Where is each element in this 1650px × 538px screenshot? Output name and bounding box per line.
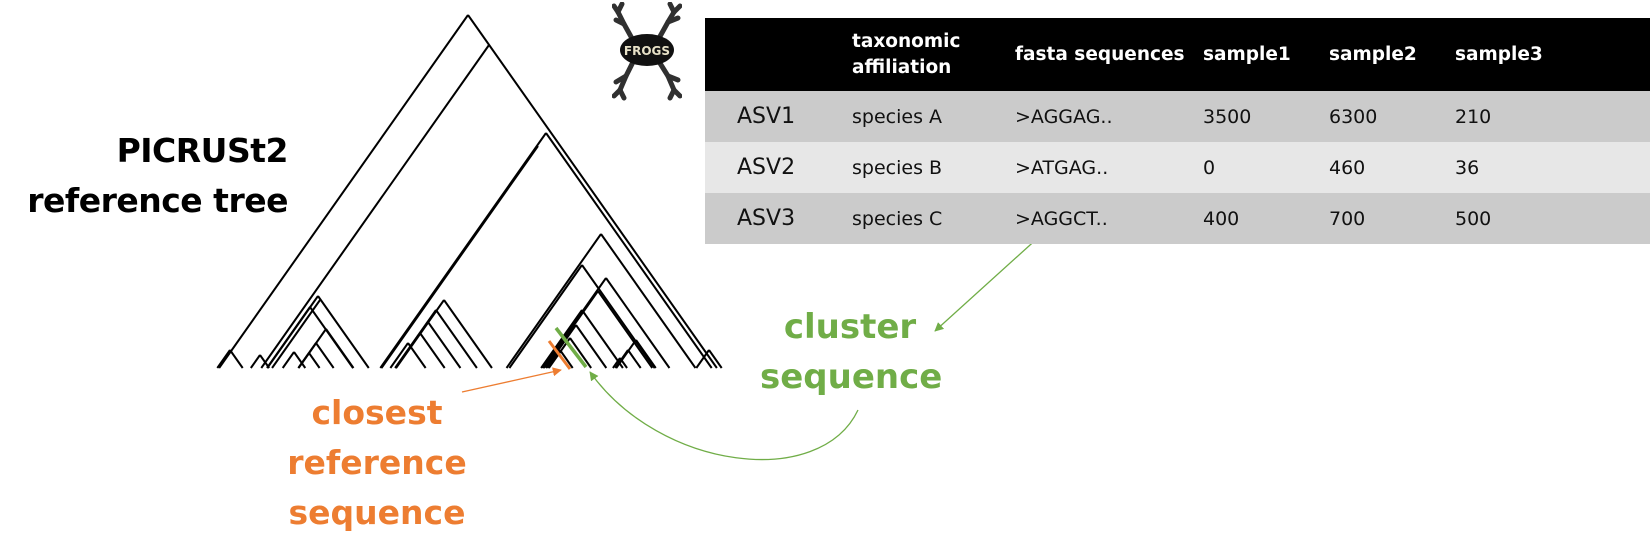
cluster-sequence-label: cluster sequence [760, 302, 943, 402]
tree-branch [612, 357, 621, 369]
taxonomy-cell: species A [852, 91, 1015, 142]
tree-branch [394, 332, 421, 369]
tree-branch [695, 349, 710, 369]
closest-label-line1: closest reference [287, 393, 467, 482]
tree-branch [218, 14, 469, 369]
sample2-cell: 460 [1329, 142, 1455, 193]
tree-title-line1: PICRUSt2 [116, 131, 289, 170]
tree-branch [600, 233, 697, 369]
tree-branch [315, 342, 335, 369]
tree-branch [297, 352, 310, 369]
tree-branch [540, 309, 583, 369]
header-sample1: sample1 [1203, 18, 1329, 91]
tree-branch [325, 328, 355, 369]
tree-branch [250, 354, 261, 369]
frogs-logo-text: FROGS [624, 44, 670, 58]
tree-branch [427, 321, 462, 369]
tree-title: PICRUSt2 reference tree [27, 126, 288, 226]
tree-branch [317, 295, 370, 369]
sample3-cell: 500 [1455, 193, 1650, 244]
tree-branch [508, 264, 583, 369]
tree-branch [266, 306, 311, 369]
sample2-cell: 6300 [1329, 91, 1455, 142]
tree-branch [259, 354, 270, 369]
fasta-cell: >AGGAG.. [1015, 91, 1203, 142]
asv-id: ASV2 [705, 142, 852, 193]
tree-branch [407, 342, 427, 369]
cluster-sequence-branch [554, 326, 588, 369]
closest-reference-arrow [461, 367, 562, 393]
cluster-label-line1: cluster [783, 307, 917, 347]
asv-id: ASV3 [705, 193, 852, 244]
asv-abundance-table: taxonomic affiliation fasta sequences sa… [705, 18, 1650, 244]
tree-branch [260, 44, 490, 369]
tree-branch [281, 351, 295, 369]
tree-branch [505, 233, 602, 369]
tree-branch [708, 349, 723, 369]
table-header-row: taxonomic affiliation fasta sequences sa… [705, 18, 1650, 91]
header-sample2: sample2 [1329, 18, 1455, 91]
sample3-cell: 36 [1455, 142, 1650, 193]
tree-branch [559, 349, 574, 369]
sample2-cell: 700 [1329, 193, 1455, 244]
tree-branches [216, 14, 723, 369]
sample3-cell: 210 [1455, 91, 1650, 142]
tree-branch [597, 290, 654, 369]
tree-title-line2: reference tree [27, 181, 288, 220]
header-taxonomic-line1: taxonomic [852, 30, 961, 52]
fasta-cell: >ATGAG.. [1015, 142, 1203, 193]
taxonomy-cell: species C [852, 193, 1015, 244]
tree-branch [435, 309, 478, 369]
tree-branch [271, 299, 321, 369]
table-row: ASV1 species A >AGGAG.. 3500 6300 210 [705, 91, 1650, 142]
tree-branch [627, 349, 642, 369]
tree-branch [605, 277, 671, 369]
closest-reference-label: closest reference sequence [222, 388, 532, 538]
tree-branch [542, 290, 599, 369]
tree-branch [545, 132, 713, 369]
tree-branch [544, 324, 577, 369]
tree-branch [619, 357, 628, 369]
header-sample3: sample3 [1455, 18, 1650, 91]
tree-branch [229, 349, 244, 369]
header-taxonomic-affiliation: taxonomic affiliation [852, 18, 1015, 91]
tree-branch [293, 351, 307, 369]
taxonomy-cell: species B [852, 142, 1015, 193]
closest-label-line2: sequence [288, 493, 466, 532]
tree-branch [389, 342, 409, 369]
tree-branch [443, 299, 493, 369]
table-row: ASV2 species B >ATGAG.. 0 460 36 [705, 142, 1650, 193]
tree-branch [419, 332, 446, 369]
tree-branch [380, 145, 539, 369]
cluster-placement-arrow [589, 371, 859, 461]
header-id [705, 18, 852, 91]
fasta-cell: >AGGCT.. [1015, 193, 1203, 244]
cluster-label-line2: sequence [760, 357, 943, 397]
sample1-cell: 0 [1203, 142, 1329, 193]
tree-branch [216, 349, 231, 369]
sample1-cell: 400 [1203, 193, 1329, 244]
asv-id: ASV1 [705, 91, 852, 142]
tree-branch [308, 352, 321, 369]
tree-branch [575, 324, 608, 369]
frog-icon: FROGS [612, 2, 682, 101]
sample1-cell: 3500 [1203, 91, 1329, 142]
tree-branch [467, 14, 718, 369]
header-taxonomic-line2: affiliation [852, 56, 952, 78]
closest-reference-branch [547, 340, 572, 370]
tree-branch [569, 337, 592, 369]
cluster-arrow-from-table [934, 235, 1041, 332]
tree-branch [635, 339, 657, 369]
header-fasta-sequences: fasta sequences [1015, 18, 1203, 91]
table-row: ASV3 species C >AGGCT.. 400 700 500 [705, 193, 1650, 244]
tree-branch [581, 309, 624, 369]
